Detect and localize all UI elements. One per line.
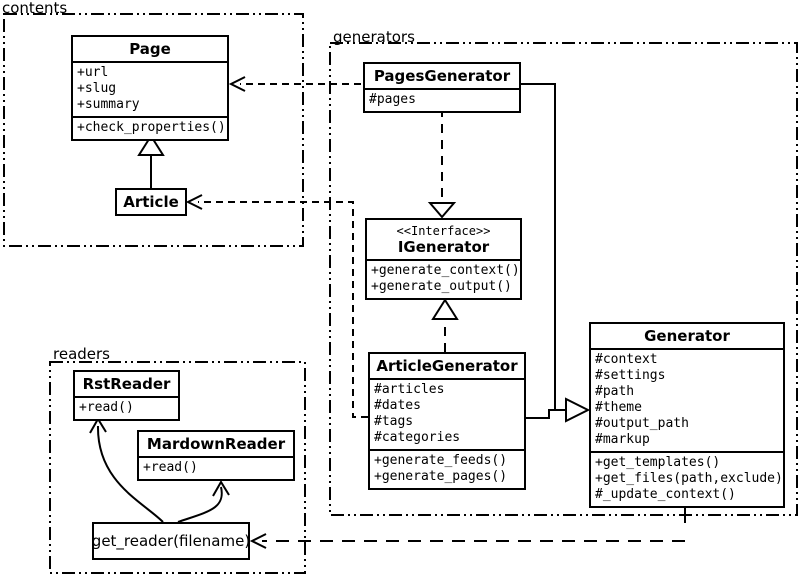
class-name: PagesGenerator <box>373 67 511 85</box>
generalization-articlegenerator-generator-line <box>526 409 555 419</box>
class-articlegenerator: ArticleGenerator #articles #dates #tags … <box>368 352 526 490</box>
attribute: #output_path <box>595 416 689 431</box>
method: +generate_pages() <box>374 469 508 484</box>
package-border-contents <box>3 13 304 247</box>
attribute: #dates <box>374 398 421 413</box>
class-name: Generator <box>644 327 730 345</box>
attribute: #tags <box>374 414 414 429</box>
attributes-compartment: #articles #dates #tags #categories <box>370 378 524 449</box>
methods-compartment: +generate_context() +generate_output() <box>367 259 520 298</box>
methods-compartment: +read() <box>139 456 293 479</box>
dependency-generator-getreader-arrowhead <box>249 533 267 549</box>
attributes-compartment: #context #settings #path #theme #output_… <box>591 348 783 451</box>
class-name: IGenerator <box>397 238 490 256</box>
attributes-compartment: +url +slug +summary <box>73 61 227 116</box>
method: +get_templates() <box>595 455 721 470</box>
method: +read() <box>143 460 198 475</box>
realization-articlegenerator-igenerator-arrowhead <box>431 298 459 320</box>
node-get-reader: get_reader(filename) <box>92 522 250 560</box>
package-border-readers <box>49 361 306 574</box>
realization-pagesgenerator-igenerator-arrowhead <box>427 202 457 219</box>
class-pagesgenerator: PagesGenerator #pages <box>363 62 521 113</box>
class-igenerator: <<Interface>> IGenerator +generate_conte… <box>365 218 522 300</box>
attribute: #categories <box>374 430 461 445</box>
arrow-getreader-rstreader-line <box>96 425 164 523</box>
methods-compartment: +check_properties() <box>73 116 227 139</box>
class-rstreader: RstReader +read() <box>73 370 180 421</box>
method: +generate_context() <box>371 263 520 278</box>
attribute: #markup <box>595 432 650 447</box>
attribute: #pages <box>369 92 416 107</box>
class-name: Page <box>129 40 171 58</box>
class-page: Page +url +slug +summary +check_properti… <box>71 35 229 141</box>
attribute: +url <box>77 65 109 80</box>
dependency-articlegenerator-article-line <box>198 201 368 418</box>
method: +get_files(path,exclude) <box>595 471 783 486</box>
generalization-generator-arrowhead <box>565 397 591 423</box>
class-mardownreader: MardownReader +read() <box>137 430 295 481</box>
dependency-pagesgenerator-page-arrowhead <box>228 76 246 92</box>
methods-compartment: +generate_feeds() +generate_pages() <box>370 449 524 488</box>
dependency-articlegenerator-article-arrowhead <box>185 194 203 210</box>
attribute: #theme <box>595 400 642 415</box>
attribute: #settings <box>595 368 666 383</box>
generalization-article-page-arrowhead <box>137 134 165 156</box>
attribute: +slug <box>77 81 117 96</box>
method: +check_properties() <box>77 120 226 135</box>
class-name: ArticleGenerator <box>376 357 518 375</box>
package-label-contents: contents <box>2 0 68 17</box>
class-name: MardownReader <box>146 435 286 453</box>
class-generator: Generator #context #settings #path #them… <box>589 322 785 508</box>
arrow-getreader-mardownreader-arrowhead <box>212 480 230 497</box>
stereotype: <<Interface>> <box>396 224 491 238</box>
attribute: +summary <box>77 97 140 112</box>
attribute: #articles <box>374 382 445 397</box>
class-name: RstReader <box>82 375 171 393</box>
generalization-pagesgenerator-generator-line <box>521 83 566 411</box>
attributes-compartment: #pages <box>365 88 519 111</box>
package-border-generators <box>329 42 798 516</box>
class-name: Article <box>123 193 179 211</box>
node-get-reader-label: get_reader(filename) <box>91 532 251 550</box>
arrow-getreader-mardownreader-line <box>177 486 223 523</box>
attribute: #context <box>595 352 658 367</box>
method: +read() <box>79 400 134 415</box>
package-label-generators: generators <box>333 28 415 46</box>
attribute: #path <box>595 384 635 399</box>
package-label-readers: readers <box>53 345 110 363</box>
methods-compartment: +get_templates() +get_files(path,exclude… <box>591 451 783 506</box>
method: +generate_feeds() <box>374 453 508 468</box>
class-article: Article <box>115 188 187 216</box>
method: +generate_output() <box>371 279 512 294</box>
method: #_update_context() <box>595 487 736 502</box>
methods-compartment: +read() <box>75 396 178 419</box>
